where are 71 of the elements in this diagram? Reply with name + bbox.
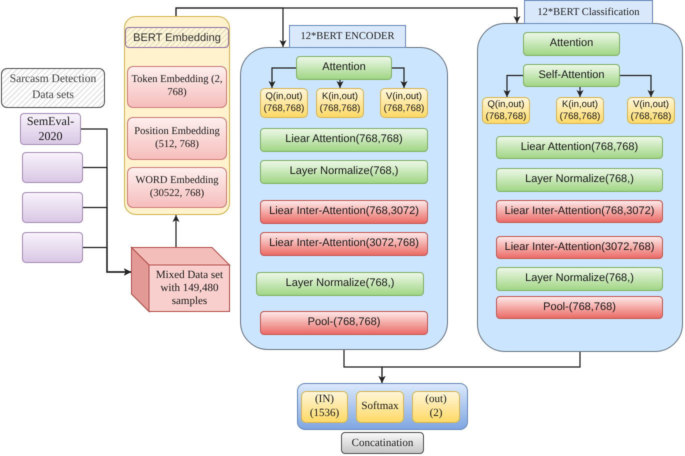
embedding-card bbox=[127, 117, 227, 160]
output-card bbox=[356, 391, 404, 423]
arrow bbox=[620, 74, 654, 97]
panel-heading: BERT Embedding bbox=[125, 27, 229, 48]
arrow bbox=[392, 67, 408, 88]
panel-heading: 12*BERT ENCODER bbox=[289, 25, 406, 48]
node-label: K(in,out) (768,768) bbox=[558, 98, 602, 122]
arrow bbox=[175, 7, 520, 23]
node-label: Pool-(768,768) bbox=[308, 316, 380, 330]
arrow bbox=[378, 352, 581, 383]
layer-card bbox=[260, 232, 428, 256]
node-label: Liear Inter-Attention(3072,768) bbox=[504, 240, 654, 254]
node-label: Liear Inter-Attention(768,3072) bbox=[269, 205, 419, 219]
arrow bbox=[576, 87, 584, 97]
arrow bbox=[268, 67, 296, 88]
output-card bbox=[301, 391, 348, 423]
node-label: K(in,out) (768,768) bbox=[318, 91, 362, 115]
source-box bbox=[22, 192, 83, 223]
node-label: Layer Normalize(768,) bbox=[286, 277, 394, 291]
embedding-card bbox=[127, 66, 227, 108]
source-box bbox=[22, 152, 83, 183]
source-box bbox=[20, 113, 81, 145]
panel-heading: Concatination bbox=[341, 432, 424, 454]
output-card bbox=[412, 391, 460, 423]
node-label: Sarcasm Detection Data sets bbox=[8, 72, 98, 103]
layer-card bbox=[260, 160, 428, 184]
node-label: Token Embedding (2, 768) bbox=[131, 74, 223, 100]
node-label: Liear Inter-Attention(768,3072) bbox=[504, 204, 654, 218]
node-label: Position Embedding (512, 768) bbox=[133, 126, 221, 152]
node-label: (IN) (1536) bbox=[310, 393, 340, 421]
node-label: Q(in,out) (768,768) bbox=[484, 98, 528, 122]
layer-card bbox=[260, 200, 428, 224]
node-label: Attention bbox=[550, 37, 594, 51]
node-label: (out) (2) bbox=[425, 393, 447, 421]
layer-card bbox=[496, 296, 663, 319]
node-label: Pool-(768,768) bbox=[543, 300, 616, 314]
node-label: Liear Inter-Attention(3072,768) bbox=[269, 237, 419, 251]
arrow bbox=[83, 246, 131, 276]
node-label: SemEval-2020 bbox=[26, 114, 75, 144]
panel-heading: 12*BERT Classification bbox=[524, 0, 653, 24]
node-label: V(in,out) (768,768) bbox=[630, 98, 672, 122]
layer-card bbox=[496, 267, 663, 291]
layer-card bbox=[496, 200, 663, 223]
node-label: Mixed Data set with 149,480 samples bbox=[154, 268, 224, 308]
node-label: Self-Attention bbox=[538, 68, 605, 82]
node-label: Liear Attention(768,768) bbox=[520, 140, 638, 154]
layer-card bbox=[496, 168, 663, 192]
node-label: WORD Embedding (30522, 768) bbox=[134, 174, 220, 200]
layer-card bbox=[496, 236, 663, 259]
node-label: Layer Normalize(768,) bbox=[525, 272, 634, 286]
layer-card bbox=[523, 64, 620, 87]
node-label: Liear Attention(768,768) bbox=[285, 133, 403, 147]
arrow bbox=[172, 215, 180, 247]
node-label: Layer Normalize(768,) bbox=[290, 165, 398, 179]
arrow bbox=[336, 80, 344, 88]
node-label: Q(in,out) (768,768) bbox=[262, 91, 306, 115]
layer-card bbox=[260, 311, 428, 335]
layer-card bbox=[496, 136, 663, 159]
source-box bbox=[22, 232, 83, 263]
layer-card bbox=[523, 32, 620, 56]
embedding-panel bbox=[124, 16, 230, 215]
node-label: Layer Normalize(768,) bbox=[525, 173, 634, 187]
arrow bbox=[504, 74, 523, 97]
node-label: Softmax bbox=[361, 400, 399, 414]
embedding-card bbox=[127, 167, 227, 208]
layer-card bbox=[296, 56, 392, 80]
node-label: Attention bbox=[322, 61, 366, 75]
layer-card bbox=[256, 272, 424, 296]
title-card bbox=[1, 68, 105, 108]
layer-card bbox=[260, 128, 428, 152]
node-label: V(in,out) (768,768) bbox=[382, 91, 426, 115]
